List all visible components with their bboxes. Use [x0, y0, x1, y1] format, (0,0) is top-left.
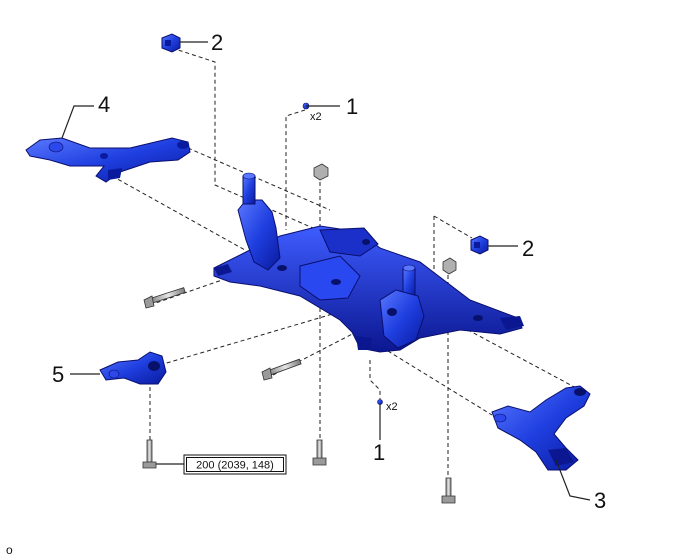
corner-label: o: [6, 543, 13, 557]
callout-3: 3: [594, 488, 606, 513]
callout-2-right: 2: [522, 236, 534, 261]
subframe-icon: [213, 172, 524, 353]
nut-right-icon: [442, 257, 457, 275]
callout-2-top: 2: [211, 30, 223, 55]
qty-label-top: x2: [310, 111, 322, 123]
leader-lines: [61, 41, 591, 501]
bushing-top-icon: [161, 33, 181, 53]
bolt-left-lower-icon: [261, 358, 302, 381]
lower-arm-right-icon: [491, 385, 591, 471]
rivet-bottom-icon: [377, 399, 383, 405]
qty-label-bottom: x2: [386, 401, 398, 413]
callout-5: 5: [52, 362, 64, 387]
lower-arm-left-icon: [25, 137, 191, 183]
torque-spec-box: 200 (2039, 148): [183, 454, 287, 475]
rear-mount-bracket-icon: [99, 351, 167, 385]
bolt-vertical-left-icon: [142, 439, 157, 469]
callout-4: 4: [98, 92, 110, 117]
bolt-left-upper-icon: [143, 287, 186, 309]
nut-top-center-icon: [313, 163, 329, 181]
callout-1-bottom: 1: [373, 440, 385, 465]
bolt-vertical-right-icon: [441, 477, 456, 504]
bolt-vertical-center-icon: [312, 439, 327, 466]
torque-value: 200 (2039, 148): [196, 460, 274, 472]
callout-1-top: 1: [346, 94, 358, 119]
bushing-right-icon: [470, 235, 489, 255]
